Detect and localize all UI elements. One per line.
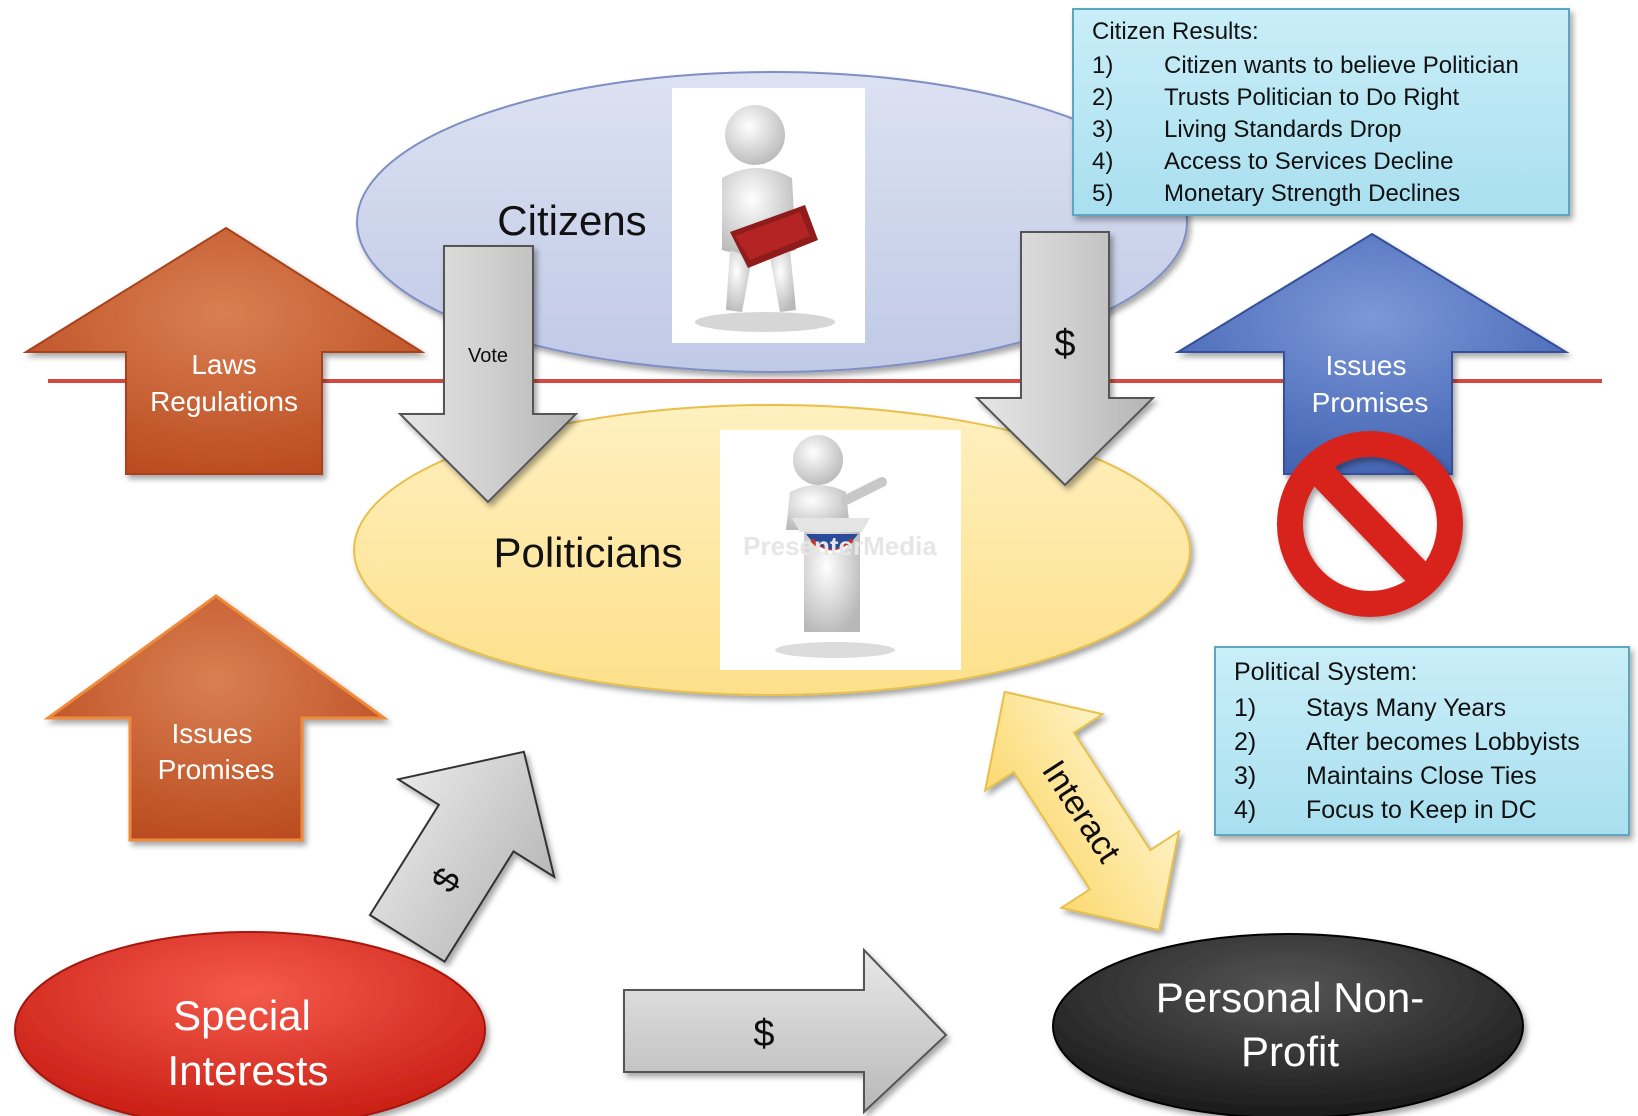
item-number: 4)	[1092, 148, 1114, 175]
issues-right-label: Issues	[1326, 350, 1407, 381]
item-number: 1)	[1092, 52, 1114, 79]
item-number: 3)	[1092, 116, 1114, 143]
item-text: After becomes Lobbyists	[1306, 728, 1580, 756]
regulations-label: Regulations	[150, 386, 298, 417]
speaker-podium-illustration: PresenterMedia	[720, 430, 961, 670]
prohibited-sign-icon	[1277, 431, 1463, 617]
political-system-item: 3) Maintains Close Ties	[1234, 759, 1610, 793]
vote-label: Vote	[468, 345, 508, 367]
citizen-results-item: 4) Access to Services Decline	[1092, 146, 1550, 178]
money-right-arrow: $	[623, 947, 948, 1115]
citizen-results-item: 1) Citizen wants to believe Politician	[1092, 50, 1550, 82]
issues-promises-blue-arrow: Issues Promises	[1174, 232, 1570, 475]
political-system-item: 4) Focus to Keep in DC	[1234, 793, 1610, 827]
citizen-results-box: Citizen Results: 1) Citizen wants to beli…	[1072, 8, 1570, 216]
citizen-results-item: 2) Trusts Politician to Do Right	[1092, 82, 1550, 114]
item-text: Trusts Politician to Do Right	[1164, 84, 1460, 111]
citizen-results-item: 3) Living Standards Drop	[1092, 114, 1550, 146]
laws-label: Laws	[191, 349, 256, 380]
item-number: 2)	[1234, 728, 1257, 756]
item-text: Stays Many Years	[1306, 694, 1507, 722]
interact-arrow: Interact	[983, 690, 1181, 932]
political-system-box: Political System: 1) Stays Many Years 2) A…	[1214, 646, 1630, 836]
laws-regulations-arrow: Laws Regulations	[22, 226, 426, 475]
item-text: Citizen wants to believe Politician	[1164, 52, 1519, 79]
reading-figure-illustration	[672, 88, 865, 343]
money-down-label: $	[1054, 323, 1075, 365]
political-system-title: Political System:	[1234, 658, 1418, 686]
item-number: 2)	[1092, 84, 1114, 111]
watermark-text: PresenterMedia	[743, 531, 937, 561]
item-text: Maintains Close Ties	[1306, 762, 1537, 790]
vote-arrow: Vote	[397, 245, 579, 504]
item-text: Monetary Strength Declines	[1164, 180, 1461, 207]
politicians-label: Politicians	[493, 529, 682, 576]
item-number: 3)	[1234, 762, 1257, 790]
item-number: 5)	[1092, 180, 1114, 207]
citizen-results-item: 5) Monetary Strength Declines	[1092, 178, 1550, 210]
money-right-label: $	[753, 1013, 774, 1055]
item-text: Access to Services Decline	[1164, 148, 1454, 175]
interests-label: Interests	[167, 1047, 328, 1094]
citizen-results-title: Citizen Results:	[1092, 18, 1259, 45]
item-text: Living Standards Drop	[1164, 116, 1402, 143]
money-down-arrow: $	[974, 231, 1156, 487]
issues-promises-orange-arrow: Issues Promises	[43, 594, 389, 842]
promises-left-label: Promises	[158, 754, 275, 785]
special-label: Special	[173, 992, 311, 1039]
personal-nonprofit-label-1: Personal Non-	[1156, 974, 1424, 1021]
item-number: 1)	[1234, 694, 1257, 722]
personal-nonprofit-node: Personal Non- Profit	[1052, 933, 1524, 1116]
special-interests-node: Special Interests	[14, 931, 486, 1116]
personal-nonprofit-label-2: Profit	[1241, 1028, 1339, 1075]
political-system-item: 1) Stays Many Years	[1234, 691, 1610, 725]
political-system-item: 2) After becomes Lobbyists	[1234, 725, 1610, 759]
money-diagonal-arrow: $	[368, 750, 556, 964]
citizens-label: Citizens	[497, 197, 646, 244]
promises-right-label: Promises	[1312, 387, 1429, 418]
item-number: 4)	[1234, 796, 1257, 824]
item-text: Focus to Keep in DC	[1306, 796, 1537, 824]
issues-left-label: Issues	[172, 718, 253, 749]
